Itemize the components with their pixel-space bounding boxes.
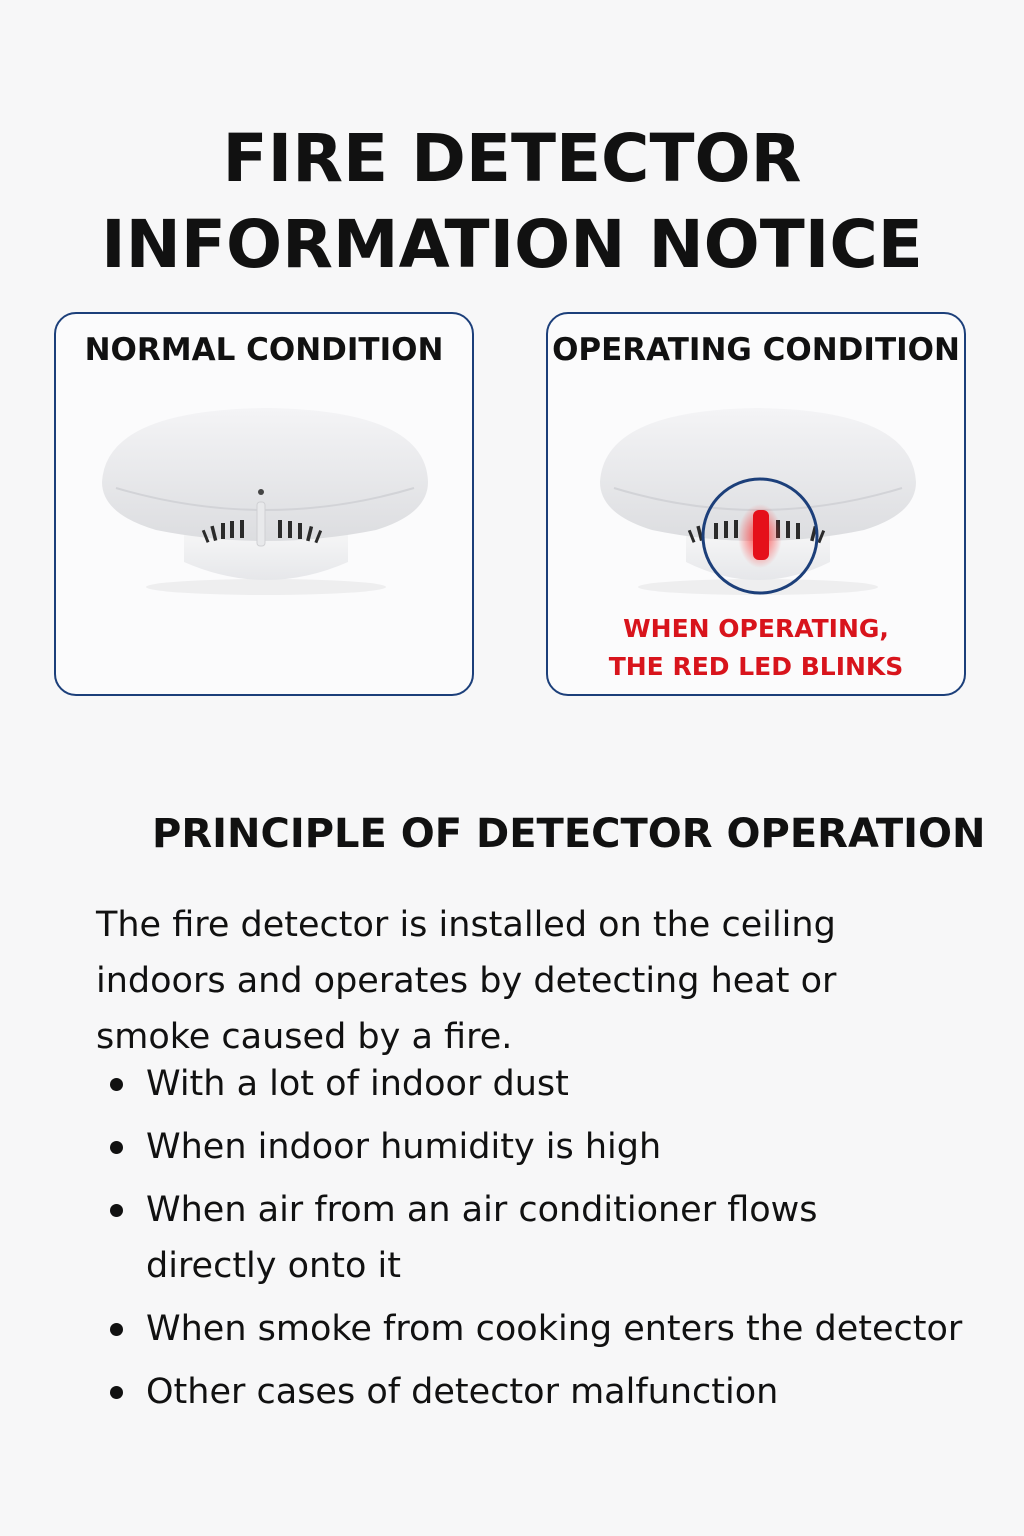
- malfunction-cases-list: With a lot of indoor dust When indoor hu…: [106, 1056, 1006, 1427]
- list-item: With a lot of indoor dust: [106, 1056, 1006, 1112]
- bullet-icon: [110, 1386, 123, 1399]
- list-item: When air from an air conditioner flows d…: [106, 1182, 866, 1294]
- principle-intro-text: The fire detector is installed on the ce…: [96, 905, 837, 1057]
- red-led-note-line-2: THE RED LED BLINKS: [608, 652, 904, 681]
- led-highlight-circle: [701, 477, 819, 595]
- operating-condition-title: OPERATING CONDITION: [552, 332, 960, 368]
- page-title: FIRE DETECTOR INFORMATION NOTICE: [0, 116, 1024, 288]
- list-item-text: When air from an air conditioner flows d…: [146, 1190, 818, 1286]
- list-item-text: With a lot of indoor dust: [146, 1064, 569, 1104]
- list-item-text: When indoor humidity is high: [146, 1127, 662, 1167]
- red-led-indicator: [753, 510, 769, 560]
- smoke-detector-operating-icon: [600, 408, 916, 595]
- bullet-icon: [110, 1204, 123, 1217]
- bullet-icon: [110, 1323, 123, 1336]
- smoke-detector-normal-icon: [102, 408, 428, 595]
- list-item: When indoor humidity is high: [106, 1119, 1006, 1175]
- list-item-text: Other cases of detector malfunction: [146, 1372, 779, 1412]
- bullet-icon: [110, 1078, 123, 1091]
- principle-section-title: PRINCIPLE OF DETECTOR OPERATION: [152, 811, 986, 858]
- red-led-note: WHEN OPERATING, THE RED LED BLINKS: [548, 610, 964, 686]
- list-item: Other cases of detector malfunction: [106, 1364, 1006, 1420]
- bullet-icon: [110, 1141, 123, 1154]
- normal-condition-title: NORMAL CONDITION: [84, 332, 444, 368]
- title-line-2: INFORMATION NOTICE: [101, 206, 923, 284]
- title-line-1: FIRE DETECTOR: [222, 120, 802, 198]
- list-item-text: When smoke from cooking enters the detec…: [146, 1309, 963, 1349]
- red-led-note-line-1: WHEN OPERATING,: [623, 614, 889, 643]
- list-item: When smoke from cooking enters the detec…: [106, 1301, 1006, 1357]
- operating-condition-panel: OPERATING CONDITION: [546, 312, 966, 696]
- normal-condition-panel: NORMAL CONDITION: [54, 312, 474, 696]
